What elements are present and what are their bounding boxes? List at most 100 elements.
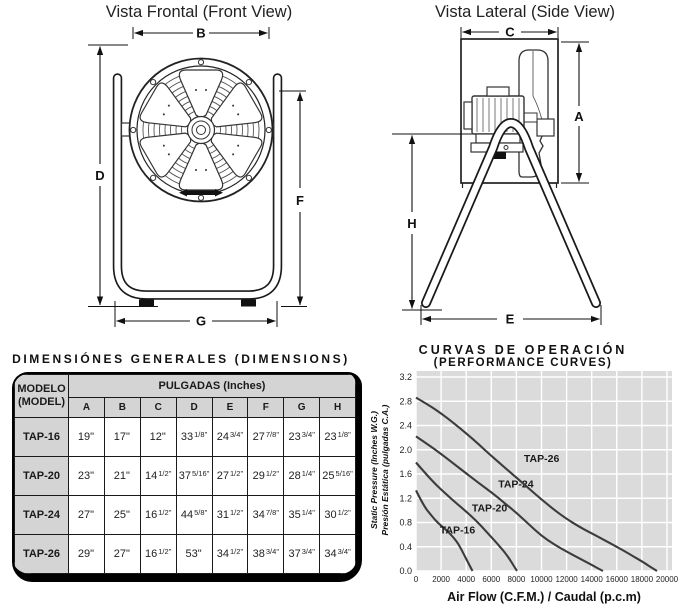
- svg-text:20000: 20000: [656, 575, 678, 584]
- dim-cell: 12": [139, 417, 177, 457]
- dim-cell: 311/2": [211, 495, 249, 535]
- dim-cell: 161/2": [139, 534, 177, 574]
- dim-cell: 255/16": [319, 456, 356, 496]
- col-header-c: C: [139, 397, 177, 418]
- table-row: TAP-16 19" 17" 12" 331/8" 243/4" 277/8" …: [14, 417, 356, 457]
- dim-a: A: [561, 41, 589, 184]
- series-label: TAP-16: [440, 524, 476, 536]
- svg-text:2.0: 2.0: [399, 445, 412, 455]
- dim-label-e: E: [506, 312, 515, 327]
- svg-text:0: 0: [414, 575, 419, 584]
- bolt-holes: [130, 59, 272, 201]
- model-column-header: MODELO (MODEL): [14, 374, 69, 418]
- svg-text:1.2: 1.2: [399, 493, 412, 503]
- dim-cell: 161/2": [139, 495, 177, 535]
- series-label: TAP-20: [472, 503, 508, 515]
- dim-cell: 331/8": [175, 417, 213, 457]
- dim-cell: 21": [103, 456, 141, 496]
- dim-cell: 271/2": [211, 456, 249, 496]
- dim-cell: 23": [68, 456, 105, 496]
- svg-text:4000: 4000: [457, 575, 475, 584]
- col-header-g: G: [283, 397, 321, 418]
- col-header-a: A: [68, 397, 105, 418]
- col-header-e: E: [211, 397, 249, 418]
- dim-cell: 29": [68, 534, 105, 574]
- fan-blades: [139, 69, 263, 191]
- dim-label-g: G: [196, 314, 206, 329]
- model-name: TAP-24: [14, 495, 69, 535]
- dim-cell: 383/4": [247, 534, 285, 574]
- side-view-title: Vista Lateral (Side View): [434, 3, 616, 21]
- series-label: TAP-26: [524, 453, 560, 465]
- dim-cell: 243/4": [211, 417, 249, 457]
- dim-cell: 27": [103, 534, 141, 574]
- y-axis-label: Static Pressure (Inches W.G.) Presión Es…: [368, 404, 390, 536]
- dim-b: B: [132, 26, 270, 41]
- col-header-h: H: [319, 397, 356, 418]
- dim-label-c: C: [505, 25, 515, 40]
- front-view-drawing: B D F G: [88, 26, 307, 329]
- dim-label-d: D: [95, 168, 104, 183]
- dim-cell: 343/4": [319, 534, 356, 574]
- series-label: TAP-24: [498, 478, 534, 490]
- stand-legs: [421, 118, 601, 308]
- dim-cell: 27": [68, 495, 105, 535]
- dim-cell: 281/4": [283, 456, 321, 496]
- dim-label-f: F: [296, 193, 304, 208]
- model-name: TAP-20: [14, 456, 69, 496]
- dim-label-h: H: [407, 216, 416, 231]
- col-header-b: B: [103, 397, 141, 418]
- col-header-f: F: [247, 397, 285, 418]
- dim-cell: 53": [175, 534, 213, 574]
- fan-hub: [186, 115, 216, 145]
- svg-text:12000: 12000: [555, 575, 578, 584]
- dim-cell: 351/4": [283, 495, 321, 535]
- table-row: TAP-24 27" 25" 161/2" 445/8" 311/2" 347/…: [14, 495, 356, 535]
- dim-f: F: [279, 90, 307, 307]
- dim-c: C: [460, 25, 559, 40]
- dim-h: H: [402, 135, 442, 311]
- svg-text:6000: 6000: [482, 575, 500, 584]
- dim-cell: 17": [103, 417, 141, 457]
- chart-subtitle: (PERFORMANCE CURVES): [433, 357, 613, 369]
- svg-text:2.4: 2.4: [399, 421, 412, 431]
- svg-text:0.0: 0.0: [399, 566, 412, 576]
- chart-title: CURVAS DE OPERACIÓN: [418, 343, 628, 357]
- dim-cell: 233/4": [283, 417, 321, 457]
- model-name: TAP-16: [14, 417, 69, 457]
- foot-left: [139, 299, 154, 307]
- dimensions-table: MODELO (MODEL) PULGADAS (Inches) A B C D…: [12, 372, 362, 582]
- dim-cell: 231/8": [319, 417, 356, 457]
- svg-text:3.2: 3.2: [399, 372, 412, 382]
- dim-cell: 141/2": [139, 456, 177, 496]
- x-axis-label: Air Flow (C.F.M.) / Caudal (p.c.m): [447, 590, 641, 604]
- dim-cell: 277/8": [247, 417, 285, 457]
- performance-chart: CURVAS DE OPERACIÓN (PERFORMANCE CURVES)…: [368, 343, 678, 604]
- svg-text:16000: 16000: [606, 575, 629, 584]
- dim-d: D: [88, 44, 158, 307]
- col-header-d: D: [175, 397, 213, 418]
- model-name: TAP-26: [14, 534, 69, 574]
- svg-text:0.8: 0.8: [399, 518, 412, 528]
- dim-cell: 19": [68, 417, 105, 457]
- svg-text:14000: 14000: [581, 575, 604, 584]
- dim-cell: 25": [103, 495, 141, 535]
- svg-text:1.6: 1.6: [399, 469, 412, 479]
- dim-cell: 347/8": [247, 495, 285, 535]
- foot-right: [241, 299, 256, 307]
- table-row: TAP-26 29" 27" 161/2" 53" 341/2" 383/4" …: [14, 534, 356, 574]
- units-header: PULGADAS (Inches): [68, 374, 356, 398]
- svg-text:0.4: 0.4: [399, 542, 412, 552]
- svg-text:2000: 2000: [432, 575, 450, 584]
- front-view-title: Vista Frontal (Front View): [105, 3, 293, 21]
- dim-cell: 373/4": [283, 534, 321, 574]
- dim-cell: 445/8": [175, 495, 213, 535]
- dim-cell: 301/2": [319, 495, 356, 535]
- dim-label-a: A: [574, 109, 584, 124]
- table-row: TAP-20 23" 21" 141/2" 375/16" 271/2" 291…: [14, 456, 356, 496]
- dim-g: G: [114, 301, 278, 329]
- svg-text:18000: 18000: [631, 575, 654, 584]
- mount-clamp: [179, 189, 223, 197]
- column-letters-row: A B C D E F G H: [15, 397, 356, 418]
